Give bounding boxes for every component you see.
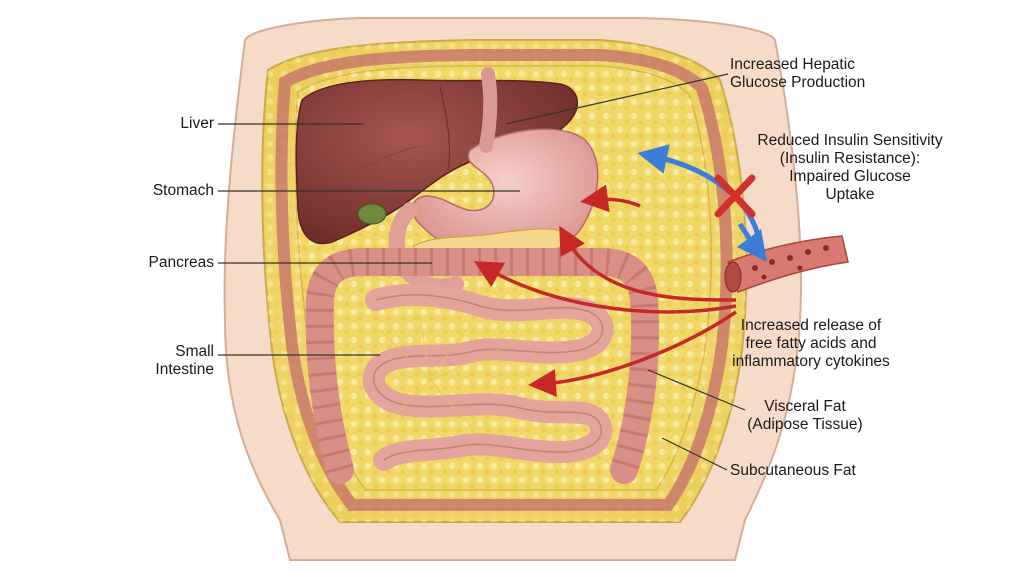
label-visceral-line-1: Visceral Fat xyxy=(764,398,846,415)
label-subcutaneous-fat: Subcutaneous Fat xyxy=(730,462,900,480)
label-liver: Liver xyxy=(110,115,214,133)
small-intestine-coils xyxy=(362,283,614,471)
label-insulin-resistance: Reduced Insulin Sensitivity (Insulin Res… xyxy=(740,132,960,204)
label-small-intestine: Small Intestine xyxy=(110,343,214,379)
label-fatty-acids: Increased release of free fatty acids an… xyxy=(716,317,906,371)
label-pancreas: Pancreas xyxy=(110,254,214,272)
label-hepatic-line-2: Glucose Production xyxy=(730,74,866,91)
effect-arrows xyxy=(473,184,737,397)
label-ffa-line-2: free fatty acids and xyxy=(745,335,877,352)
label-visceral-line-2: (Adipose Tissue) xyxy=(747,416,863,433)
label-visceral-fat: Visceral Fat (Adipose Tissue) xyxy=(730,398,880,434)
abdominal-muscle-wall xyxy=(275,49,733,511)
label-insulin-line-4: Uptake xyxy=(825,186,875,203)
mesentery xyxy=(379,315,521,427)
label-insulin-line-1: Reduced Insulin Sensitivity xyxy=(757,132,943,149)
label-insulin-line-2: (Insulin Resistance): xyxy=(779,150,921,167)
label-ffa-line-3: inflammatory cytokines xyxy=(732,353,890,370)
label-pancreas-text: Pancreas xyxy=(148,254,214,271)
label-subcutaneous-text: Subcutaneous Fat xyxy=(730,462,856,479)
label-ffa-line-1: Increased release of xyxy=(740,317,882,334)
leader-lines xyxy=(218,73,746,471)
label-small-intestine-line-2: Intestine xyxy=(155,361,214,378)
gallbladder xyxy=(357,203,387,225)
label-stomach: Stomach xyxy=(110,182,214,200)
label-small-intestine-line-1: Small xyxy=(175,343,214,360)
label-liver-text: Liver xyxy=(180,115,214,132)
label-hepatic-line-1: Increased Hepatic xyxy=(730,56,855,73)
blood-vessel-icon xyxy=(724,235,849,293)
label-stomach-text: Stomach xyxy=(152,182,214,199)
label-hepatic-glucose: Increased Hepatic Glucose Production xyxy=(730,56,930,92)
label-insulin-line-3: Impaired Glucose xyxy=(789,168,911,185)
cross-mark-icon xyxy=(714,174,756,218)
